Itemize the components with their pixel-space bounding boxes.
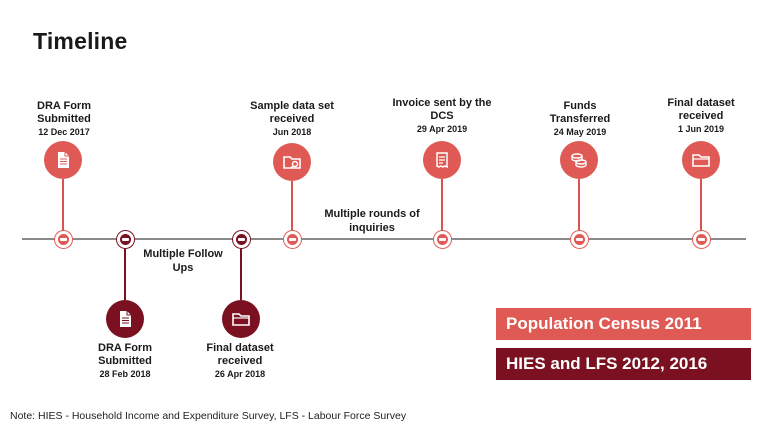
event-sample-dot[interactable] — [284, 231, 301, 248]
event-sample-title: Sample data set received — [250, 100, 334, 125]
event-dra-census-icon-circle — [44, 141, 82, 179]
legend-hies: HIES and LFS 2012, 2016 — [496, 348, 751, 380]
event-funds-label: Funds Transferred 24 May 2019 — [535, 100, 625, 139]
note-inquiries: Multiple rounds of inquiries — [324, 208, 420, 234]
event-dra-census-stem — [62, 179, 64, 231]
event-final-census-date: 1 Jun 2019 — [677, 124, 725, 134]
legend-census: Population Census 2011 — [496, 308, 751, 340]
event-dra-census-label: DRA Form Submitted 12 Dec 2017 — [20, 100, 108, 139]
event-sample-date: Jun 2018 — [272, 127, 312, 137]
event-invoice-date: 29 Apr 2019 — [416, 124, 468, 134]
event-funds-title: Funds Transferred — [549, 100, 611, 125]
folder-icon — [232, 313, 250, 326]
event-funds-date: 24 May 2019 — [553, 127, 607, 137]
event-invoice-dot[interactable] — [434, 231, 451, 248]
event-dra-hies-icon-circle — [106, 300, 144, 338]
event-funds-stem — [578, 179, 580, 231]
invoice-icon — [436, 152, 448, 169]
event-dra-census-date: 12 Dec 2017 — [38, 127, 90, 137]
event-final-hies-icon-circle — [222, 300, 260, 338]
event-dra-hies-title: DRA Form Submitted — [98, 342, 152, 367]
event-final-hies-stem — [240, 248, 242, 300]
event-dra-census-title: DRA Form Submitted — [37, 100, 91, 125]
event-funds-dot[interactable] — [571, 231, 588, 248]
event-final-census-stem — [700, 179, 702, 231]
note-follow-ups: Multiple Follow Ups — [143, 248, 223, 274]
event-final-hies-date: 26 Apr 2018 — [214, 369, 266, 379]
event-dra-census-dot[interactable] — [55, 231, 72, 248]
event-final-census-icon-circle — [682, 141, 720, 179]
document-icon — [58, 152, 69, 168]
event-dra-hies-label: DRA Form Submitted 28 Feb 2018 — [80, 342, 170, 381]
event-final-hies-label: Final dataset received 26 Apr 2018 — [192, 342, 288, 381]
footnote: Note: HIES - Household Income and Expend… — [10, 410, 407, 422]
event-invoice-label: Invoice sent by the DCS 29 Apr 2019 — [392, 97, 492, 136]
event-final-census-dot[interactable] — [693, 231, 710, 248]
folder-search-icon — [283, 156, 301, 169]
event-dra-hies-stem — [124, 248, 126, 300]
timeline-axis — [22, 238, 746, 240]
folder-icon — [692, 154, 710, 167]
document-icon — [120, 311, 131, 327]
event-dra-hies-dot[interactable] — [117, 231, 134, 248]
event-invoice-icon-circle — [423, 141, 461, 179]
event-sample-icon-circle — [273, 143, 311, 181]
event-funds-icon-circle — [560, 141, 598, 179]
event-invoice-stem — [441, 179, 443, 231]
event-final-census-label: Final dataset received 1 Jun 2019 — [655, 97, 747, 136]
event-sample-stem — [291, 181, 293, 231]
event-sample-label: Sample data set received Jun 2018 — [240, 100, 344, 139]
event-final-hies-title: Final dataset received — [206, 342, 274, 367]
event-dra-hies-date: 28 Feb 2018 — [99, 369, 151, 379]
page-title: Timeline — [33, 28, 128, 54]
event-invoice-title: Invoice sent by the DCS — [392, 97, 492, 122]
event-final-hies-dot[interactable] — [233, 231, 250, 248]
event-final-census-title: Final dataset received — [667, 97, 735, 122]
coins-icon — [571, 153, 587, 168]
